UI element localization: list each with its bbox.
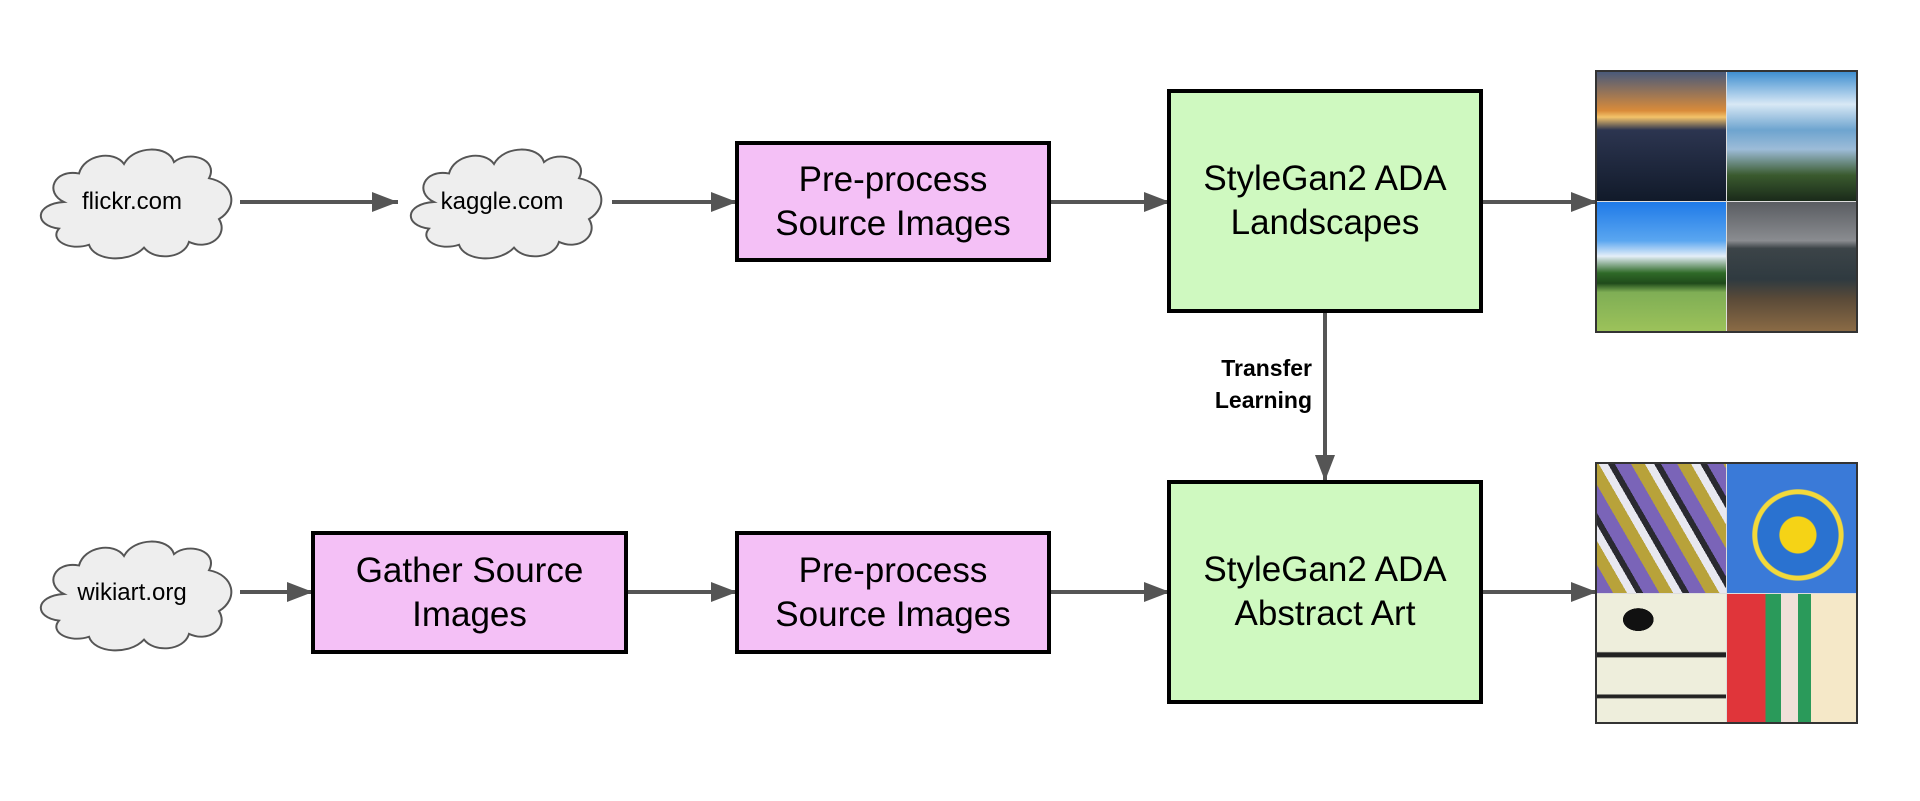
abstract-image-purple-yellow bbox=[1597, 464, 1726, 593]
stylegan-landscapes-box: StyleGan2 ADA Landscapes bbox=[1167, 89, 1483, 313]
landscape-output-grid bbox=[1595, 70, 1858, 333]
preprocess-bottom-line1: Pre-process bbox=[798, 550, 988, 590]
preprocess-top-line2: Source Images bbox=[775, 203, 1011, 243]
preprocess-bottom-line2: Source Images bbox=[775, 594, 1011, 634]
abstract-image-blue-yellow bbox=[1727, 464, 1856, 593]
stylegan-abstract-box: StyleGan2 ADA Abstract Art bbox=[1167, 480, 1483, 704]
landscape-image-stormy-sea bbox=[1727, 202, 1856, 331]
landscape-image-cloudy-valley bbox=[1727, 72, 1856, 201]
wikiart-label: wikiart.org bbox=[77, 579, 187, 606]
abstract-image-ink-cream bbox=[1597, 593, 1726, 722]
landscape-image-sunset bbox=[1597, 72, 1726, 201]
landscape-image-lake bbox=[1597, 202, 1726, 331]
landscapes-line2: Landscapes bbox=[1230, 203, 1420, 242]
abstract-line2: Abstract Art bbox=[1234, 594, 1416, 633]
abstract-image-red-green bbox=[1727, 593, 1856, 722]
preprocess-top-line1: Pre-process bbox=[798, 159, 988, 199]
transfer-learning-label: Transfer Learning bbox=[1180, 352, 1312, 416]
abstract-line1: StyleGan2 ADA bbox=[1203, 550, 1447, 589]
gather-source-box: Gather Source Images bbox=[311, 531, 628, 654]
transfer-label-line2: Learning bbox=[1214, 387, 1312, 413]
abstract-output-grid bbox=[1595, 462, 1858, 724]
transfer-label-line1: Transfer bbox=[1221, 355, 1312, 381]
kaggle-label: kaggle.com bbox=[440, 188, 564, 215]
flickr-label: flickr.com bbox=[81, 188, 182, 215]
gather-line2: Images bbox=[412, 594, 527, 634]
gather-line1: Gather Source bbox=[355, 550, 584, 590]
landscapes-line1: StyleGan2 ADA bbox=[1203, 159, 1447, 198]
preprocess-box-top: Pre-process Source Images bbox=[735, 141, 1051, 262]
preprocess-box-bottom: Pre-process Source Images bbox=[735, 531, 1051, 654]
